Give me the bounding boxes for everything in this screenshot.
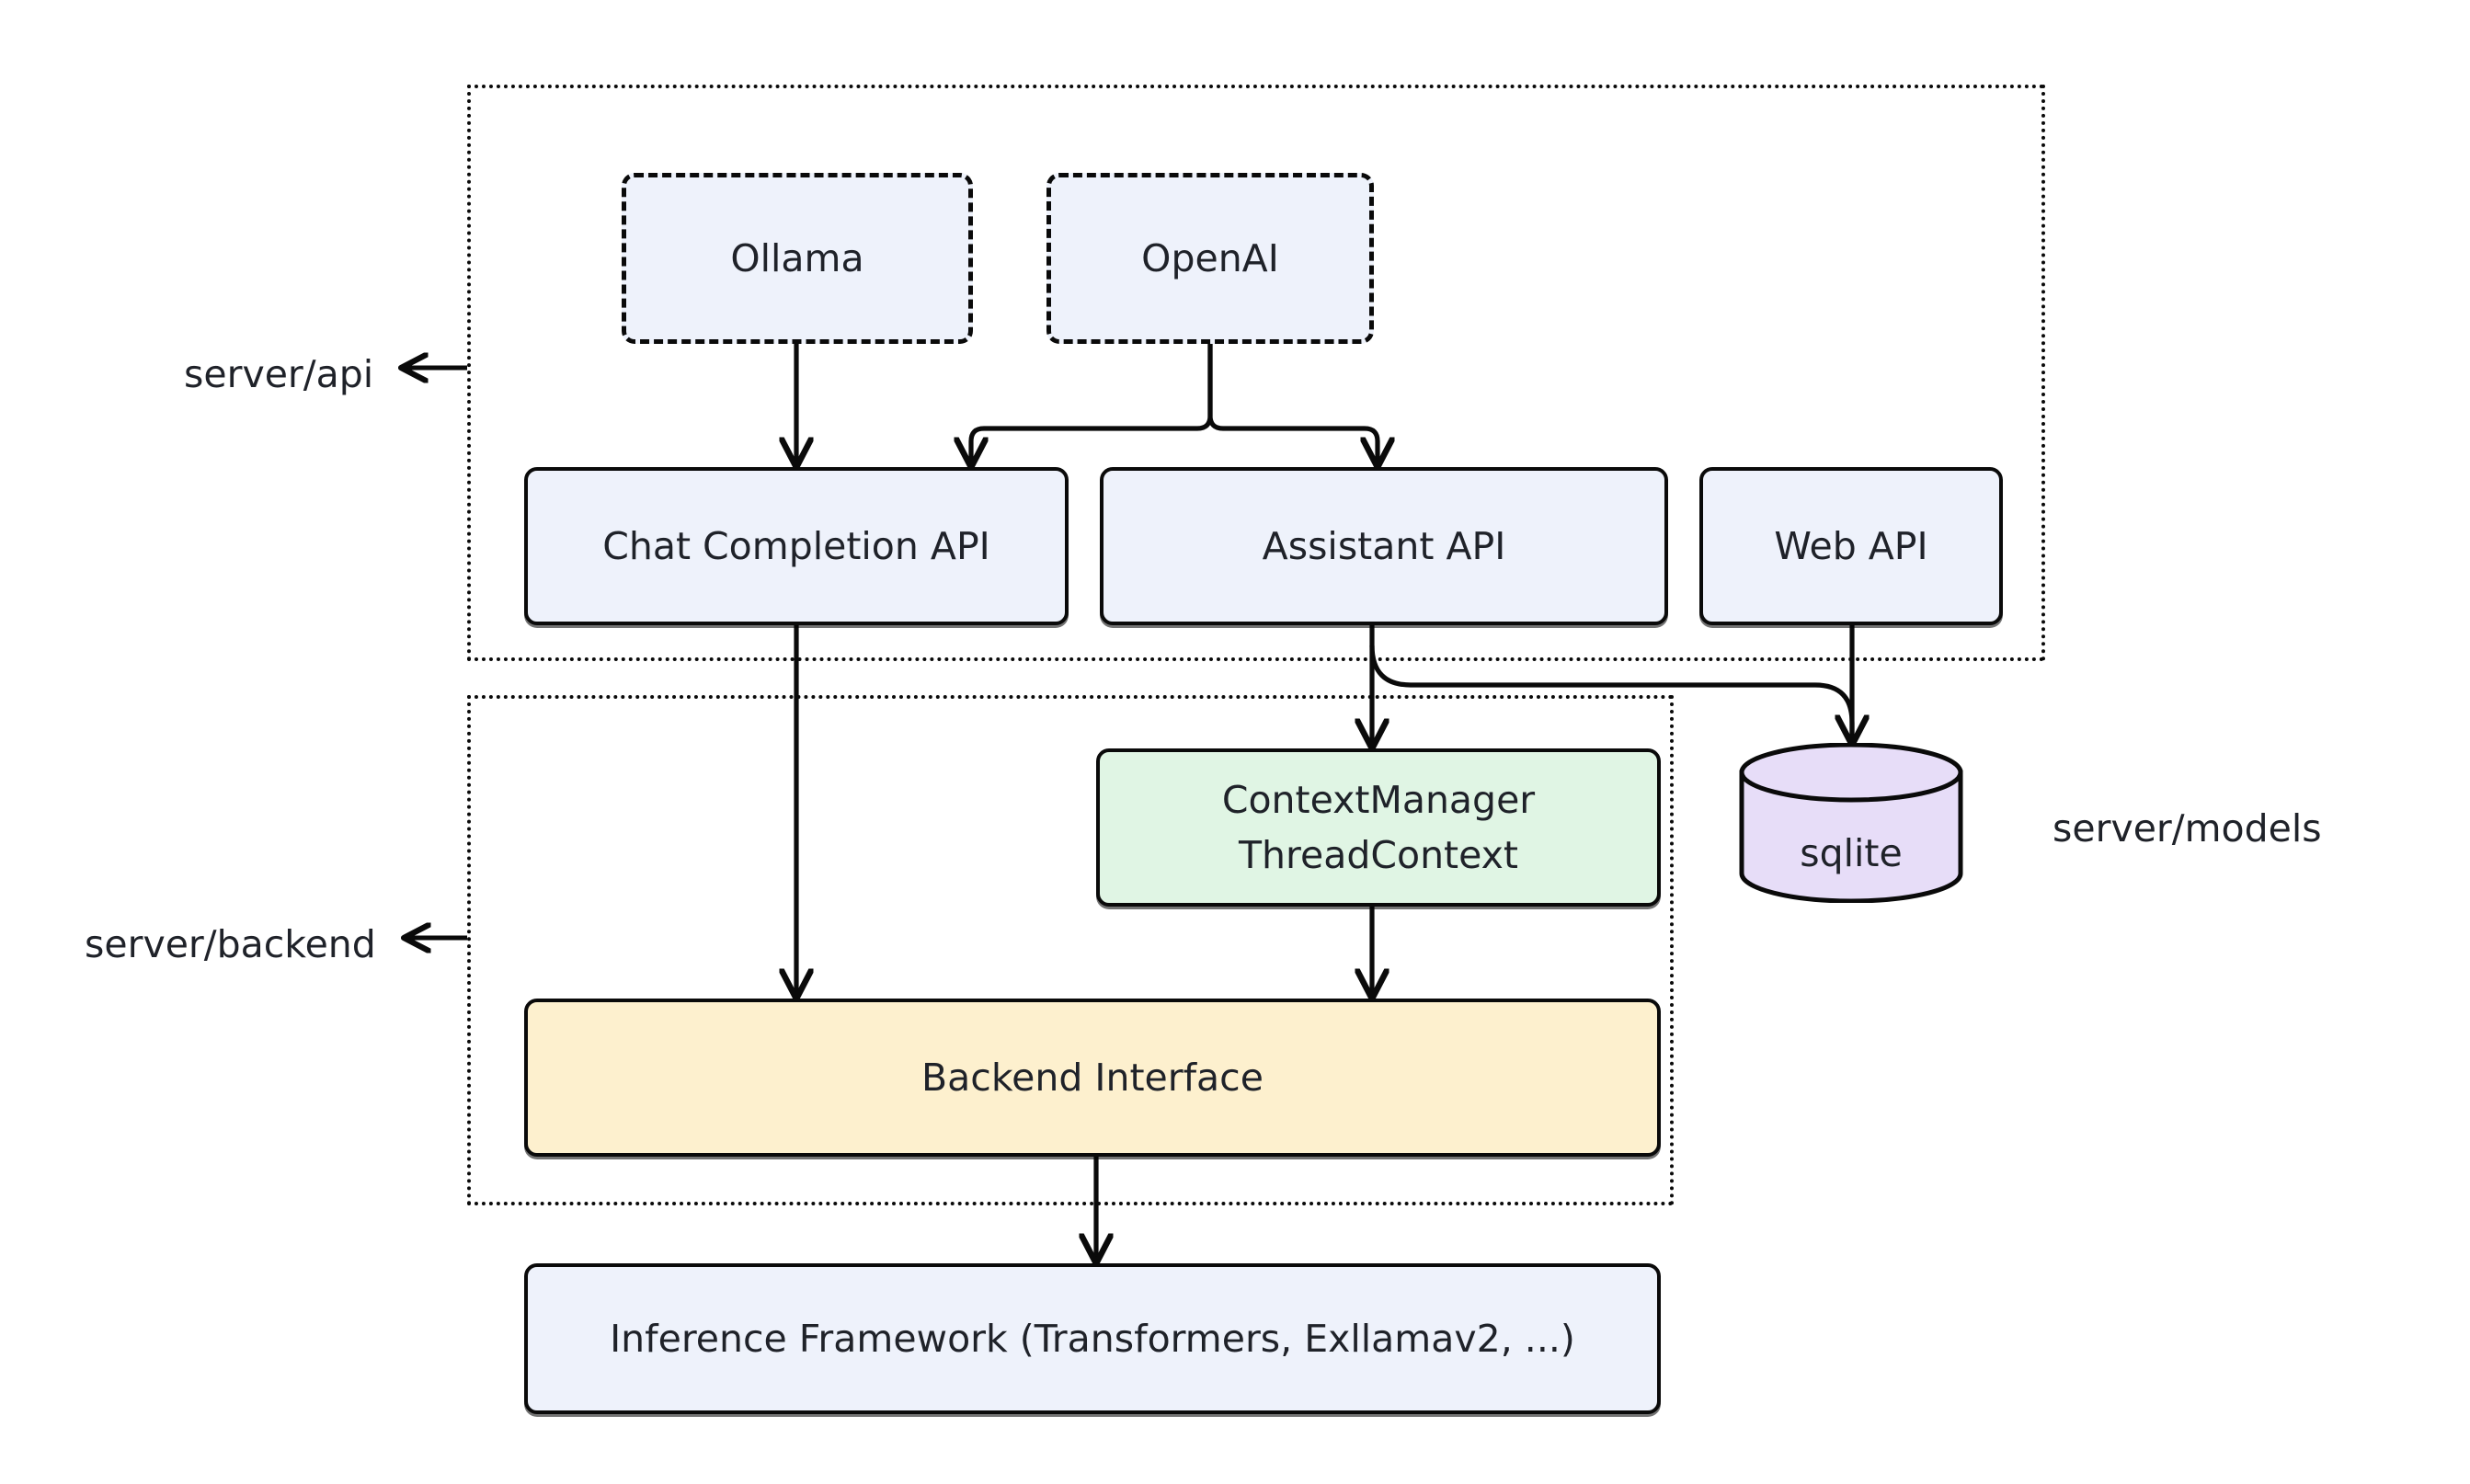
- group-label-server-backend-text: server/backend: [85, 922, 376, 966]
- node-openai-label: OpenAI: [1141, 235, 1279, 280]
- node-web-api[interactable]: Web API: [1699, 467, 2003, 625]
- node-context-manager-label-line1: ContextManager: [1221, 777, 1536, 822]
- node-assistant-api[interactable]: Assistant API: [1100, 467, 1668, 625]
- node-web-api-label: Web API: [1774, 523, 1928, 568]
- node-backend-interface[interactable]: Backend Interface: [524, 999, 1661, 1157]
- node-context-manager[interactable]: ContextManager ThreadContext: [1096, 748, 1661, 907]
- group-server-backend: [467, 695, 1674, 1205]
- node-backend-interface-label: Backend Interface: [921, 1055, 1264, 1100]
- node-assistant-api-label: Assistant API: [1262, 523, 1506, 568]
- node-ollama[interactable]: Ollama: [622, 173, 973, 344]
- group-label-server-api: server/api: [184, 352, 373, 396]
- sqlite-cylinder-shape: [1739, 742, 1963, 904]
- group-label-server-models: server/models: [2053, 806, 2322, 850]
- node-ollama-label: Ollama: [730, 235, 864, 280]
- group-label-server-models-text: server/models: [2053, 806, 2322, 850]
- group-server-api: [467, 85, 2045, 661]
- edge-openai-to-assistant-api: [1207, 344, 1378, 463]
- node-sqlite[interactable]: sqlite: [1736, 742, 1966, 904]
- node-chat-completion-api-label: Chat Completion API: [602, 523, 990, 568]
- group-label-server-api-text: server/api: [184, 352, 374, 396]
- group-label-server-backend: server/backend: [85, 922, 376, 966]
- node-inference-framework[interactable]: Inference Framework (Transformers, Exlla…: [524, 1263, 1661, 1414]
- node-chat-completion-api[interactable]: Chat Completion API: [524, 467, 1069, 625]
- node-openai[interactable]: OpenAI: [1046, 173, 1374, 344]
- node-inference-framework-label: Inference Framework (Transformers, Exlla…: [610, 1316, 1575, 1361]
- node-context-manager-label-line2: ThreadContext: [1239, 833, 1518, 877]
